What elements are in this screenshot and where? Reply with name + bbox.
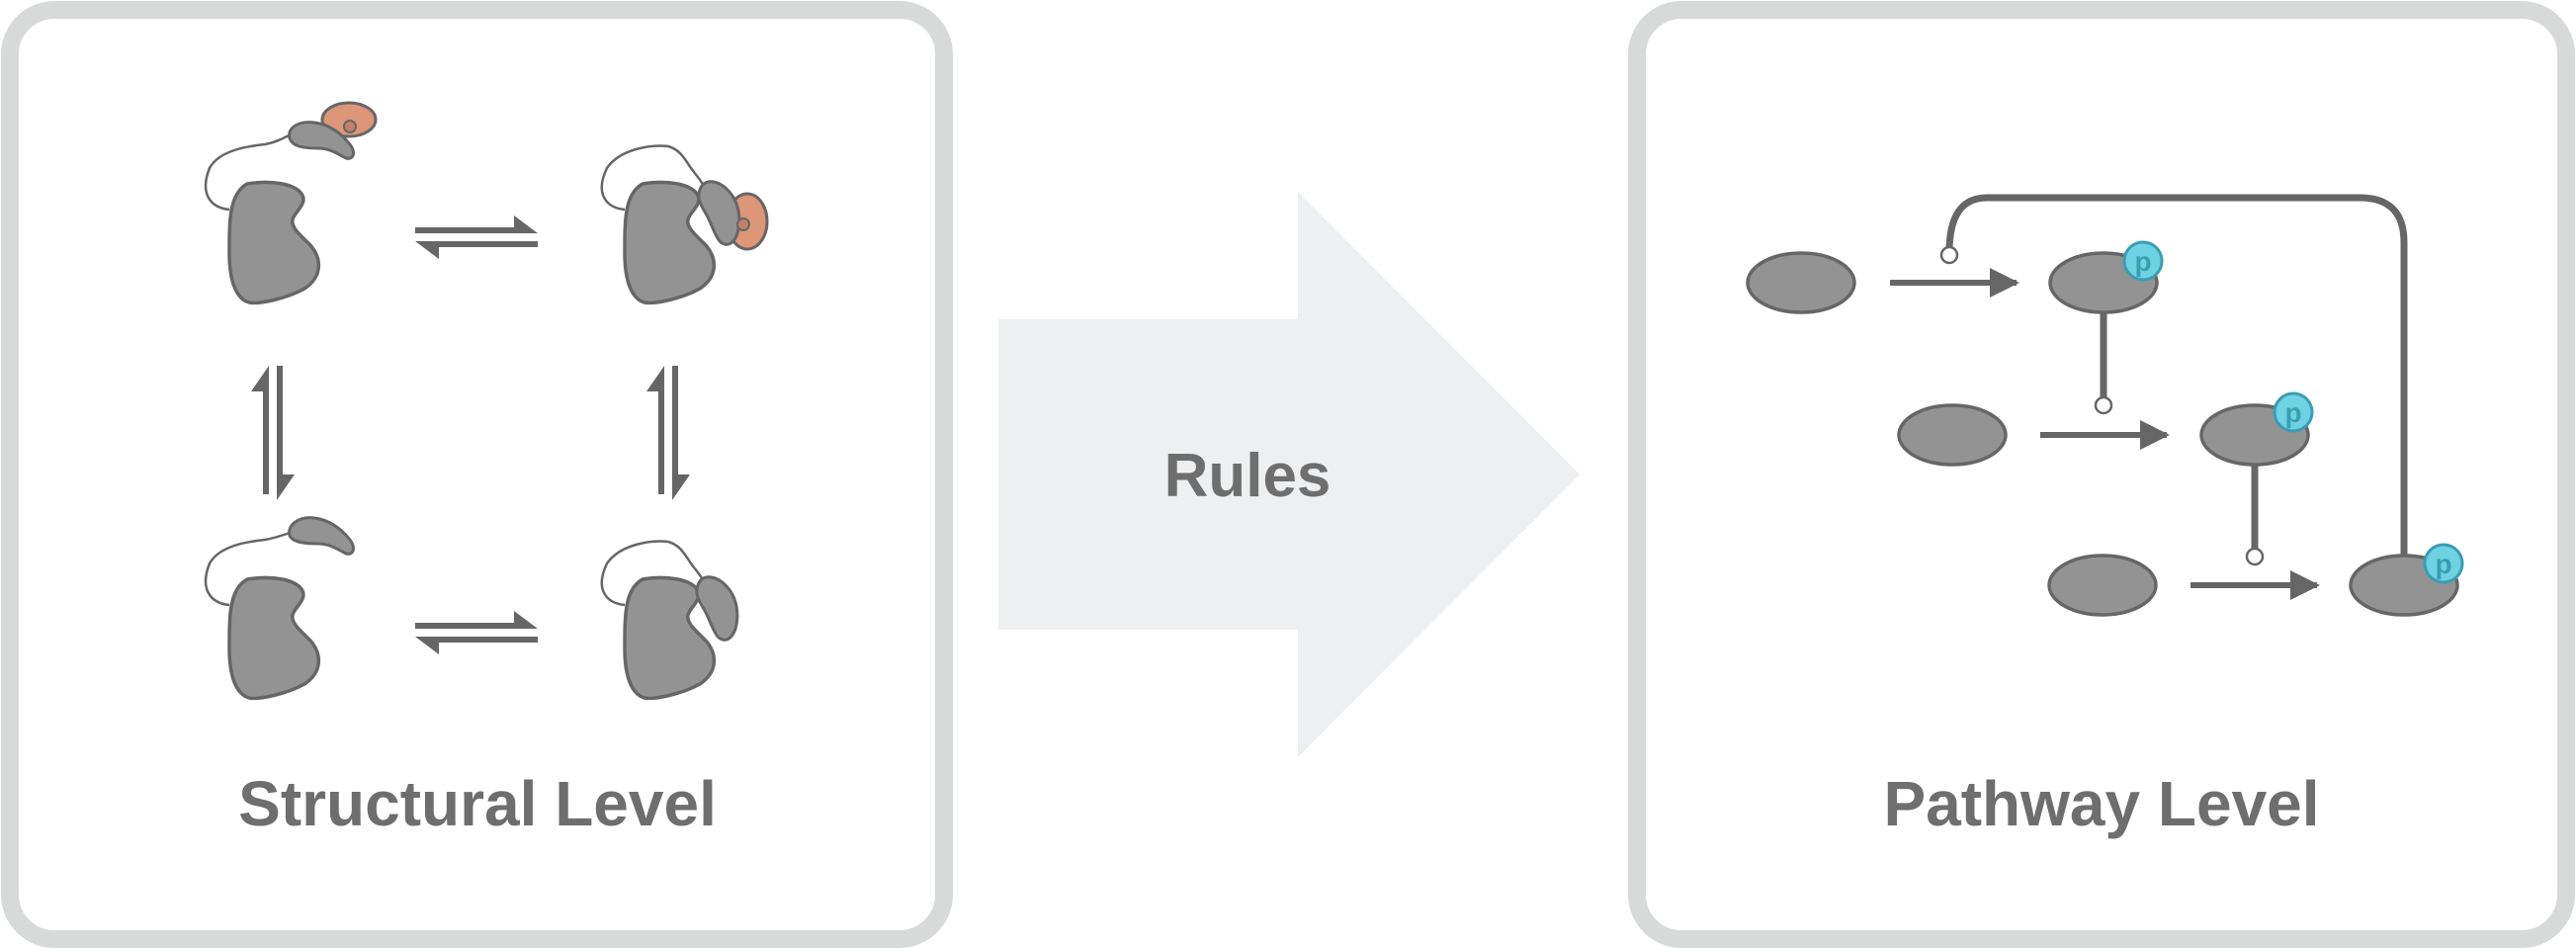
kinase-3-inactive — [2047, 554, 2158, 617]
pathway-panel: p p p Pathway Level — [1628, 1, 2575, 948]
structural-panel: Structural Level — [1, 1, 953, 948]
binding-domain-icon — [288, 516, 355, 556]
binding-domain-icon — [695, 575, 739, 642]
equilibrium-top-icon — [415, 215, 538, 259]
feedback-inhibition-node-icon — [1939, 245, 1959, 265]
pathway-level-title: Pathway Level — [1883, 768, 2319, 839]
linker-strand — [204, 131, 294, 212]
ligand-icon — [320, 101, 378, 138]
rules-label: Rules — [1164, 442, 1331, 510]
phospho-label: p — [2435, 549, 2451, 579]
linker-strand — [204, 530, 294, 607]
phospho-label: p — [2134, 246, 2151, 277]
rules-arrow-shape — [998, 192, 1580, 757]
structural-level-title: Structural Level — [238, 768, 717, 839]
equilibrium-arrows — [251, 215, 690, 654]
equilibrium-left-icon — [251, 366, 295, 500]
kinase-1-inactive — [1746, 251, 1856, 314]
binding-domain-icon — [288, 121, 355, 160]
binding-domain-icon — [697, 180, 741, 246]
phospho-badge-2: p — [2273, 391, 2314, 433]
receptor-state-bottom-right — [600, 540, 739, 701]
receptor-state-bottom-left — [204, 516, 355, 701]
phospho-badge-1: p — [2122, 240, 2164, 282]
catalysis-node-2-icon — [2245, 547, 2265, 566]
phospho-badge-3: p — [2423, 543, 2464, 584]
equilibrium-right-icon — [646, 366, 690, 500]
equilibrium-bottom-icon — [415, 611, 538, 654]
bound-site-icon — [736, 217, 750, 231]
rules-arrow: Rules — [998, 192, 1580, 757]
pathway-panel-border — [1628, 1, 2575, 948]
receptor-state-top-right — [600, 144, 769, 305]
linker-strand — [600, 144, 708, 212]
bound-site-icon — [343, 120, 357, 133]
catalysis-node-1-icon — [2094, 395, 2113, 415]
receptor-state-top-left — [204, 101, 378, 305]
feedback-line — [1945, 194, 2408, 556]
kinase-2-inactive — [1897, 403, 2008, 467]
phospho-label: p — [2284, 397, 2301, 428]
linker-strand — [600, 540, 708, 607]
